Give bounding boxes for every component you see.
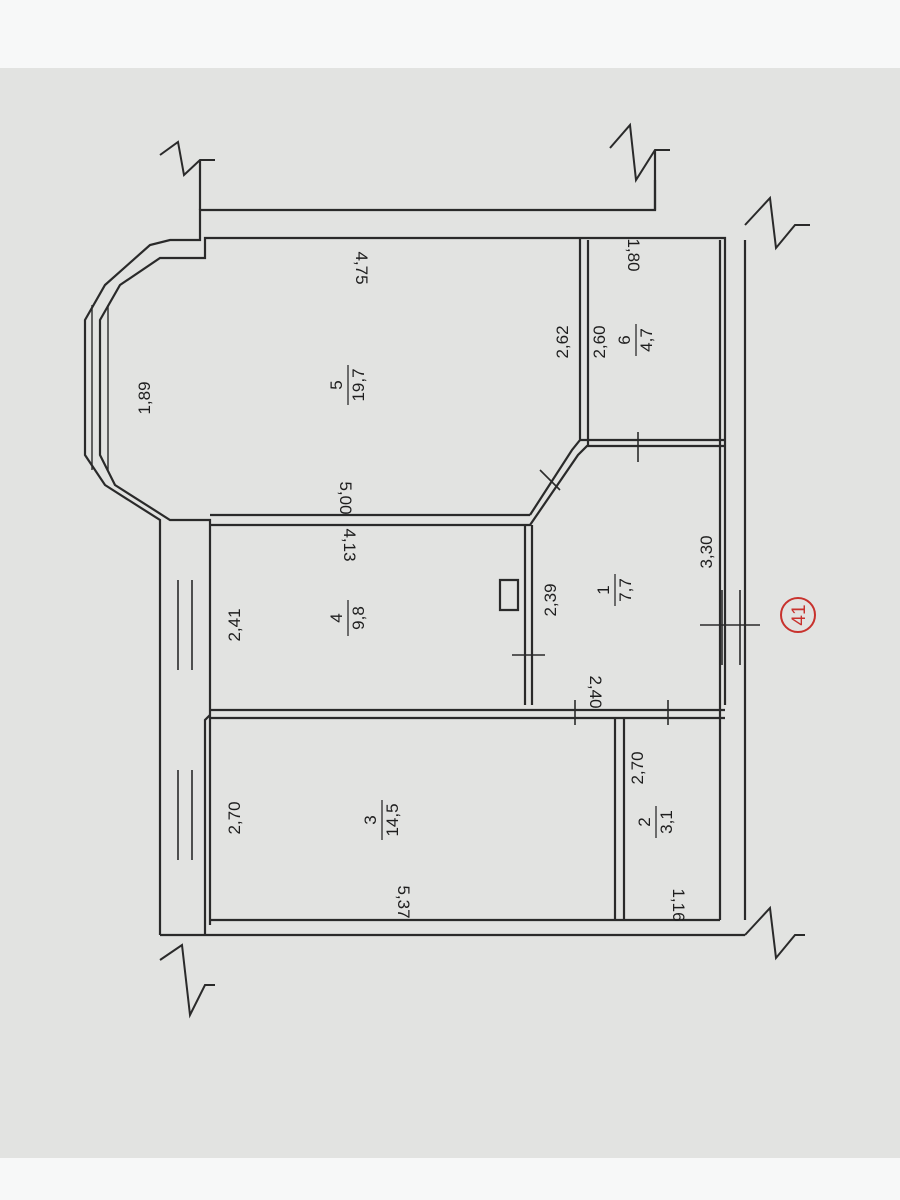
room-area: 3,1: [657, 810, 676, 834]
room-1-label: 1 7,7: [594, 574, 635, 606]
room-number: 1: [594, 585, 613, 594]
room-2-label: 2 3,1: [635, 806, 676, 838]
room-5-label: 5 19,7: [327, 365, 368, 405]
room-number: 2: [635, 817, 654, 826]
room-area: 14,5: [383, 803, 402, 836]
room-area: 7,7: [616, 578, 635, 602]
room-area: 19,7: [349, 368, 368, 401]
room-area: 4,7: [637, 328, 656, 352]
room-number: 6: [615, 335, 634, 344]
door-marks: [512, 432, 760, 725]
dim-room5-side: 2,62: [553, 325, 572, 358]
room-number: 3: [361, 815, 380, 824]
room-number: 5: [327, 380, 346, 389]
room-area: 9,8: [349, 606, 368, 630]
dim-bay-window: 1,89: [135, 381, 154, 414]
exterior-walls: [83, 150, 747, 937]
dim-room1-width: 2,39: [541, 583, 560, 616]
dim-room3-width: 2,70: [225, 801, 244, 834]
room-6-label: 6 4,7: [615, 324, 656, 356]
dim-room6-length: 1,80: [624, 238, 643, 271]
dim-room4-length: 4,13: [340, 528, 359, 561]
dim-room4-width: 2,41: [225, 608, 244, 641]
room-4-label: 4 9,8: [327, 600, 368, 636]
dimension-labels: 1,89 4,75 5,00 2,62 1,80 2,60 4,13 2,41 …: [135, 238, 716, 921]
bay-window: [91, 305, 109, 470]
dim-room2-length: 1,16: [669, 888, 688, 921]
paper-sheet: [0, 68, 900, 1158]
apartment-number-badge: 41: [780, 597, 816, 633]
dim-room2-width: 2,70: [628, 751, 647, 784]
dim-room6-width: 2,60: [590, 325, 609, 358]
dim-room1-side: 2,40: [586, 675, 605, 708]
wall-break-marks: [159, 122, 810, 1019]
interior-walls: [210, 238, 725, 920]
room-3-label: 3 14,5: [361, 800, 402, 840]
apartment-number: 41: [789, 604, 810, 625]
dim-room5-length: 4,75: [352, 251, 371, 284]
windows: [177, 580, 741, 860]
dim-room5-width: 5,00: [336, 481, 355, 514]
room-number: 4: [327, 613, 346, 622]
dim-room1-length: 3,30: [697, 535, 716, 568]
dim-room3-length: 5,37: [394, 885, 413, 918]
